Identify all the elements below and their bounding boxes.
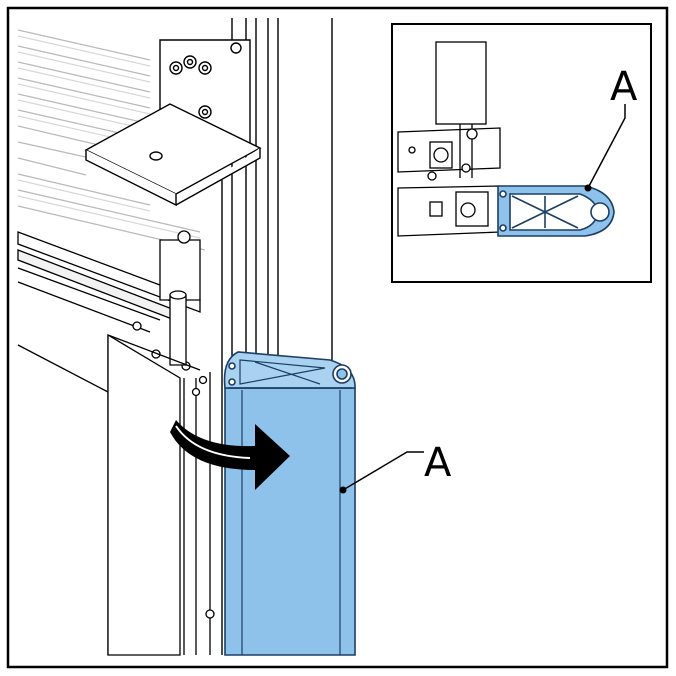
inset-profile-part-a xyxy=(497,185,615,237)
callout-label-inset: A xyxy=(610,64,638,110)
callout-main: A xyxy=(339,440,452,494)
top-bracket xyxy=(84,39,262,207)
detail-inset: A xyxy=(391,23,652,283)
rotate-arrow-icon xyxy=(170,420,290,490)
callout-inset: A xyxy=(584,64,638,192)
profile-part-a xyxy=(223,351,356,656)
callout-label-main: A xyxy=(424,440,452,486)
door-panel xyxy=(17,333,215,656)
main-view: A xyxy=(17,18,452,656)
shutter-slats xyxy=(17,29,206,251)
bottom-track xyxy=(17,230,201,371)
inset-mechanism xyxy=(397,41,501,237)
